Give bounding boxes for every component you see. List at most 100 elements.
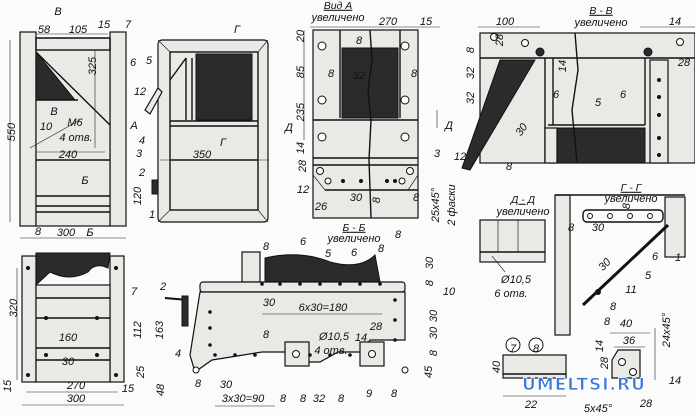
front-label: 325 [87, 56, 99, 75]
front-label: Б [81, 175, 88, 187]
bottom-view-label: 15 [2, 379, 14, 392]
bottom-view-label: 30 [62, 356, 75, 368]
bracket-detail-label: 5x45° [584, 403, 613, 415]
section-vv-label: 28 [677, 57, 691, 69]
bottom-view-label: 48 [155, 383, 167, 396]
watermark-logo: UMELTSI.RU [522, 375, 646, 395]
view-a-label: 15 [420, 16, 433, 28]
front-label: 8 [35, 226, 42, 238]
section-bb-label: 30 [428, 309, 440, 322]
section-bb-label: 8 [263, 241, 270, 253]
section-bb-label: 14 [355, 332, 367, 344]
side-label: 12 [134, 86, 146, 98]
side-label: 350 [193, 149, 212, 161]
view-a-label: 8 [371, 196, 383, 203]
side-label: Г [234, 24, 241, 36]
section-bb-label: увеличено [326, 233, 380, 245]
side-label: А [129, 120, 137, 132]
section-vv-flap [461, 59, 536, 171]
view-a [303, 26, 440, 219]
bottom-view-label: 320 [8, 298, 20, 317]
section-gg-label: 8 [604, 316, 611, 328]
section-vv-label: 100 [496, 16, 515, 28]
side-label: 2 [138, 167, 145, 179]
section-g-g [554, 194, 686, 336]
section-bb-label: 8 [424, 279, 436, 286]
section-bb-label: Ø10,5 [318, 331, 350, 343]
section-vv-label: 6 [553, 89, 560, 101]
view-a-label: 25x45° [430, 187, 442, 223]
section-vv-filter [556, 127, 646, 164]
bracket-detail-label: 28 [639, 398, 653, 410]
flap-12 [144, 87, 163, 115]
section-bb-label: 5 [325, 248, 332, 260]
section-vv-label: 12 [454, 151, 466, 163]
view-a-label: 14 [295, 142, 307, 154]
section-bb-label: 30 [428, 326, 440, 339]
side-label: 120 [132, 186, 144, 205]
bracket-detail-label: 36 [623, 335, 636, 347]
view-a-label: Д [443, 120, 453, 132]
side-label: 1 [149, 209, 155, 221]
section-gg-label: 30 [596, 256, 614, 274]
section-bb-label: 8 [195, 378, 202, 390]
view-a-label: 85 [295, 65, 307, 78]
bottom-view-label: 160 [59, 332, 78, 344]
view-a-label: 26 [314, 201, 328, 213]
section-bb-label: 8 [338, 393, 345, 405]
bottom-view-label: 7 [131, 286, 138, 298]
section-d-d [479, 219, 546, 273]
front-label: 300 [57, 227, 76, 239]
side-view [144, 39, 269, 223]
section-vv-label: 14 [669, 16, 681, 28]
section-bb-label: 8 [263, 329, 270, 341]
front-label: 550 [6, 122, 18, 141]
front-label: 15 [98, 19, 111, 31]
view-a-label: 270 [378, 16, 398, 28]
side-label: 4 [139, 135, 145, 147]
parts-7-8-label: 22 [524, 399, 537, 411]
bracket-detail [610, 328, 656, 380]
section-vv-label: 6 [620, 89, 627, 101]
front-label: 6 [130, 57, 137, 69]
filter-block [195, 53, 253, 121]
section-bb-label: 45 [423, 365, 435, 378]
view-a-label: 2 фаски [446, 184, 458, 226]
view-a-label: 8 [411, 68, 418, 80]
view-a-label: 28 [297, 159, 309, 173]
section-bb-label: 8 [395, 229, 402, 241]
section-vv-label: 8 [506, 161, 513, 173]
section-gg-label: 8 [610, 301, 617, 313]
section-bb-label: 6x30=180 [299, 302, 349, 314]
section-bb-label: 3x30=90 [222, 393, 265, 405]
bottom-view-label: 300 [67, 393, 86, 405]
section-bb-label: 4 [175, 348, 181, 360]
section-vv-label: 5 [595, 97, 602, 109]
section-bb-label: Б - Б [343, 222, 366, 234]
bottom-view-label: 25 [135, 365, 147, 379]
section-gg-label: 30 [592, 222, 605, 234]
view-a-label: 235 [295, 102, 307, 122]
bottom-view-label: 112 [132, 321, 144, 339]
section-dd-label: увеличено [495, 206, 549, 218]
front-label: 7 [125, 19, 132, 31]
right-post [109, 31, 127, 227]
part-profile [502, 354, 567, 379]
view-a-label: 12 [297, 184, 309, 196]
section-bb-label: 2 [159, 281, 166, 293]
section-bb-label: 8 [378, 243, 385, 255]
front-label: 10 [40, 121, 53, 133]
view-a-label: 32 [353, 70, 365, 82]
section-v-v [461, 26, 695, 171]
section-bb-label: 8 [391, 388, 398, 400]
bracket-detail-label: 14 [594, 340, 606, 352]
section-bb-label: 30 [424, 256, 436, 269]
left-post [19, 31, 37, 227]
front-label: 58 [38, 24, 51, 36]
parts-7-8-label: 8 [533, 343, 540, 355]
section-b-b [164, 251, 409, 407]
section-bb-label: 6 [351, 247, 358, 259]
front-label: В [50, 106, 57, 118]
section-vv-label: 28 [494, 33, 506, 47]
